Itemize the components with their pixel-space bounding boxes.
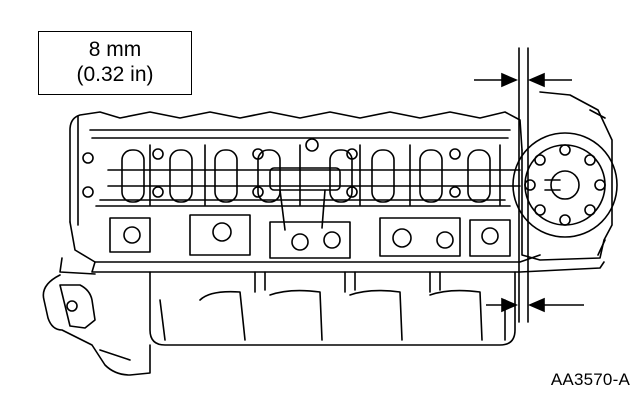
camshaft <box>82 138 521 231</box>
dimension-arrows-icon <box>474 72 572 88</box>
cam-lobes <box>121 149 491 203</box>
dimension-arrows-icon <box>486 297 584 313</box>
figure-reference-code: AA3570-A <box>550 370 630 389</box>
spec-callout-box: 8 mm (0.32 in) <box>38 31 192 95</box>
cam-sprocket <box>512 132 618 238</box>
left-bracket <box>42 274 151 376</box>
cap-bolts <box>82 138 461 198</box>
front-cover <box>521 91 613 261</box>
intake-manifold <box>149 271 516 346</box>
measuring-rod <box>518 47 529 323</box>
sprocket-holes <box>524 144 606 226</box>
spec-imperial-value: (0.32 in) <box>76 63 154 86</box>
spec-metric-value: 8 mm <box>88 38 142 62</box>
head-body-outline <box>59 111 605 275</box>
spring-seats <box>109 214 511 259</box>
